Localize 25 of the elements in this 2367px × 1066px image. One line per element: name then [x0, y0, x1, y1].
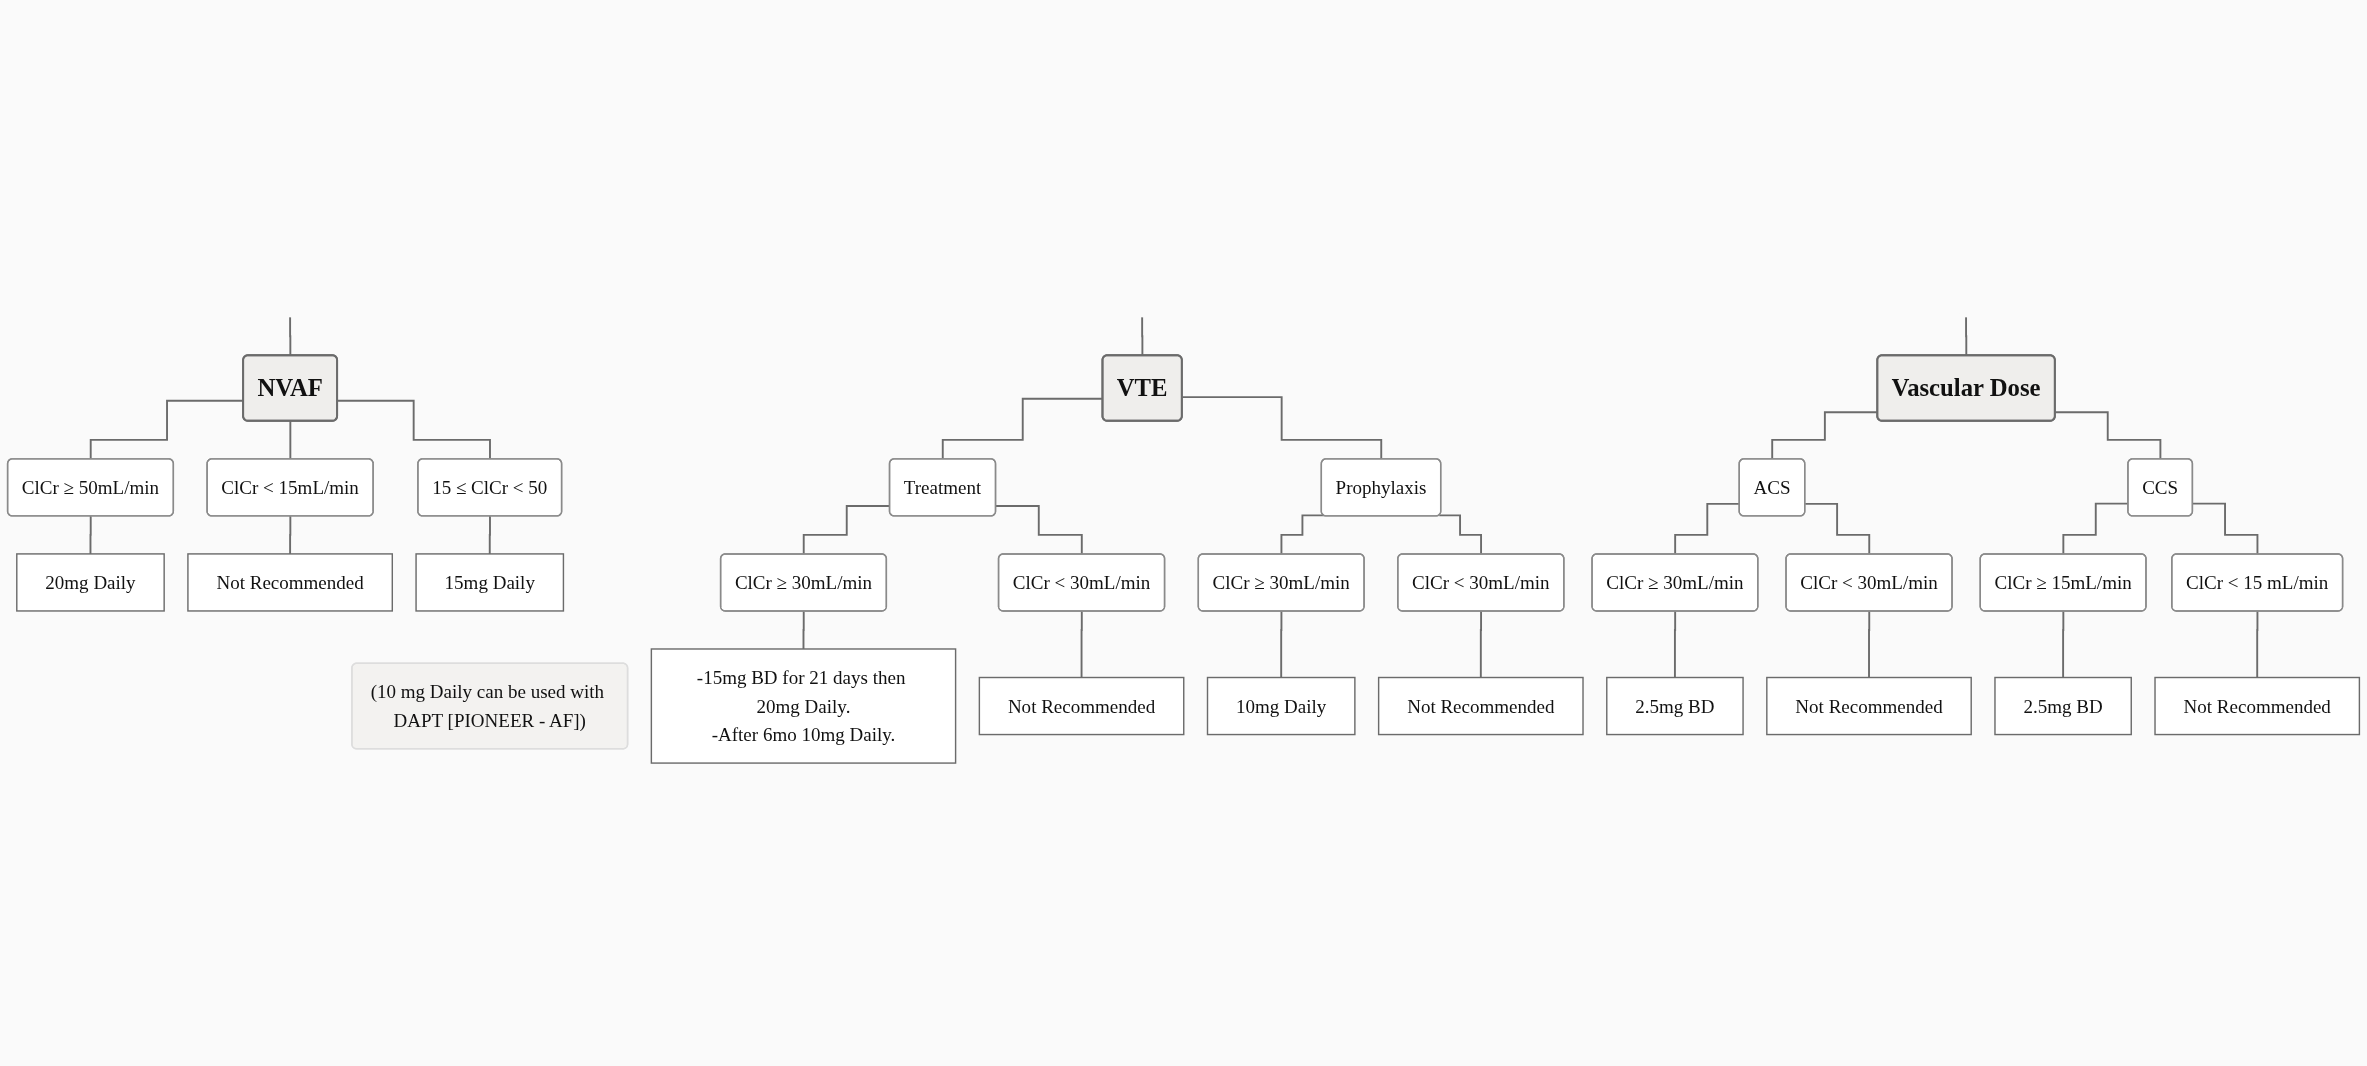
connector [1673, 610, 1677, 679]
connector [1141, 316, 1144, 357]
connector [2062, 610, 2065, 679]
connector [1868, 610, 1871, 679]
node-box: -15mg BD for 21 days then 20mg Daily. -After 6mo 10mg Daily. [650, 648, 957, 764]
node-box: 10mg Daily [1206, 676, 1356, 736]
connector [89, 515, 92, 555]
connector [1280, 610, 1283, 679]
node-box: 20mg Daily [16, 553, 165, 612]
connector [289, 515, 292, 555]
node-box: Not Recommended [2154, 676, 2361, 736]
connector [488, 515, 492, 555]
connector [2256, 610, 2259, 679]
node-box: Not Recommended [1377, 676, 1584, 736]
node-box: 2.5mg BD [1606, 676, 1744, 736]
node-box: Not Recommended [1766, 676, 1972, 736]
node-box: Not Recommended [978, 676, 1185, 736]
node-box: 15mg Daily [415, 553, 565, 612]
connector [1080, 610, 1083, 679]
node-box: Not Recommended [187, 553, 393, 612]
connector [1479, 610, 1483, 679]
connector [802, 610, 805, 650]
connector [289, 316, 292, 357]
node-box: 2.5mg BD [1994, 676, 2132, 736]
connector [1965, 316, 1968, 357]
